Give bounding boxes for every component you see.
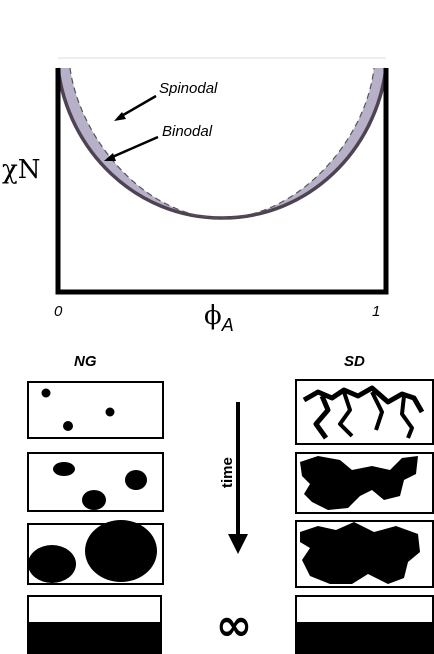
binodal-pointer (109, 135, 159, 160)
spinodal-pointer (117, 94, 157, 120)
y-axis-label: χN (2, 155, 41, 185)
sd-network (302, 385, 425, 414)
binodal-label: Binodal (162, 123, 213, 140)
ng-droplet (85, 520, 157, 582)
sd-stage-final (295, 595, 434, 654)
ng-droplet (82, 490, 106, 510)
sd-stage-1 (295, 379, 434, 445)
sd-domain (300, 522, 420, 584)
binodal-pointer-head (104, 153, 116, 161)
sd-stage-2 (295, 452, 434, 514)
ng-column-title: NG (74, 353, 97, 370)
phase-diagram: Spinodal Binodal χN 0 1 ϕA (2, 57, 389, 335)
sd-separated-layer (296, 622, 433, 654)
ng-droplet (53, 462, 75, 476)
spinodal-curve (69, 67, 375, 219)
ng-droplet (125, 470, 147, 490)
time-label: time (219, 457, 236, 488)
ng-droplet (105, 407, 115, 417)
x-axis-subscript: A (221, 315, 234, 335)
ng-stage-final (27, 595, 162, 654)
sd-network (338, 391, 354, 438)
sd-column-title: SD (344, 353, 365, 370)
ng-stage-1 (27, 381, 164, 439)
sd-domain (300, 456, 418, 510)
ng-droplet (63, 421, 73, 431)
spinodal-label: Spinodal (159, 80, 218, 97)
plot-frame (55, 68, 389, 295)
sd-network (370, 391, 384, 431)
ng-stage-2 (27, 452, 164, 512)
x-axis-symbol: ϕ (204, 301, 222, 331)
metastable-region (58, 68, 386, 218)
infinity-symbol: ∞ (216, 600, 253, 651)
ng-box-1 (27, 381, 164, 439)
ng-droplet (41, 388, 51, 398)
spinodal-pointer-head (114, 112, 126, 121)
x-min-label: 0 (54, 303, 63, 320)
sd-stage-3 (295, 520, 434, 588)
sd-network (313, 395, 331, 440)
x-max-label: 1 (372, 303, 380, 320)
ng-separated-layer (28, 622, 161, 654)
ng-stage-3 (27, 520, 164, 585)
sd-network (400, 395, 414, 439)
ng-droplet (28, 545, 76, 583)
time-arrow-head (228, 534, 248, 554)
binodal-curve (56, 67, 388, 220)
x-axis-label: ϕA (204, 301, 234, 335)
time-arrow: time (219, 402, 248, 554)
